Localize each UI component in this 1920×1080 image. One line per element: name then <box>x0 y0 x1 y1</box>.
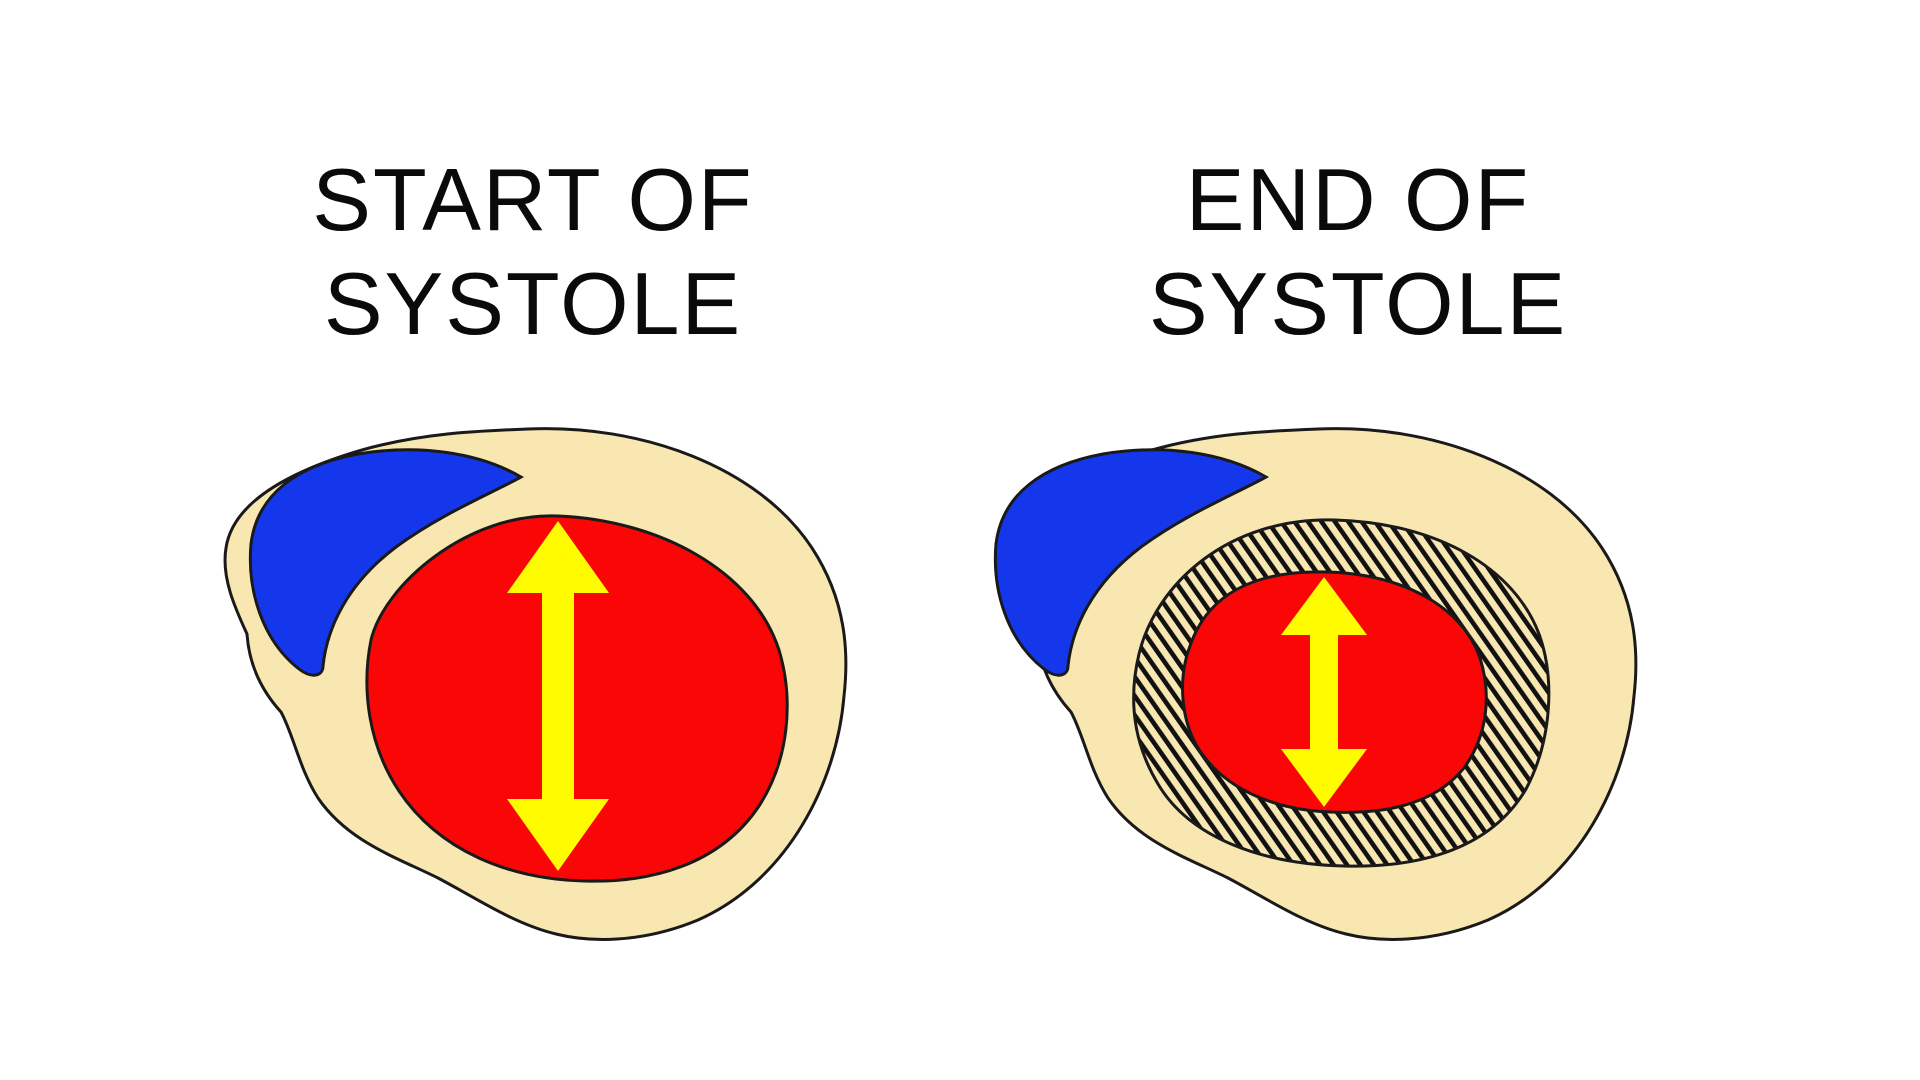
title-start-line2: SYSTOLE <box>323 254 743 353</box>
start-of-systole-figure <box>223 427 848 941</box>
title-start-of-systole: START OF SYSTOLE <box>223 148 843 356</box>
title-end-line1: END OF <box>1185 150 1531 249</box>
title-end-line2: SYSTOLE <box>1148 254 1568 353</box>
end-of-systole-figure <box>993 427 1638 941</box>
lv-diameter-arrow-left <box>507 521 609 871</box>
lv-cavity-left <box>365 514 789 883</box>
right-ventricle-left <box>248 448 525 677</box>
title-start-line1: START OF <box>312 150 754 249</box>
title-end-of-systole: END OF SYSTOLE <box>1048 148 1668 356</box>
lv-diameter-arrow-right <box>1281 577 1367 807</box>
